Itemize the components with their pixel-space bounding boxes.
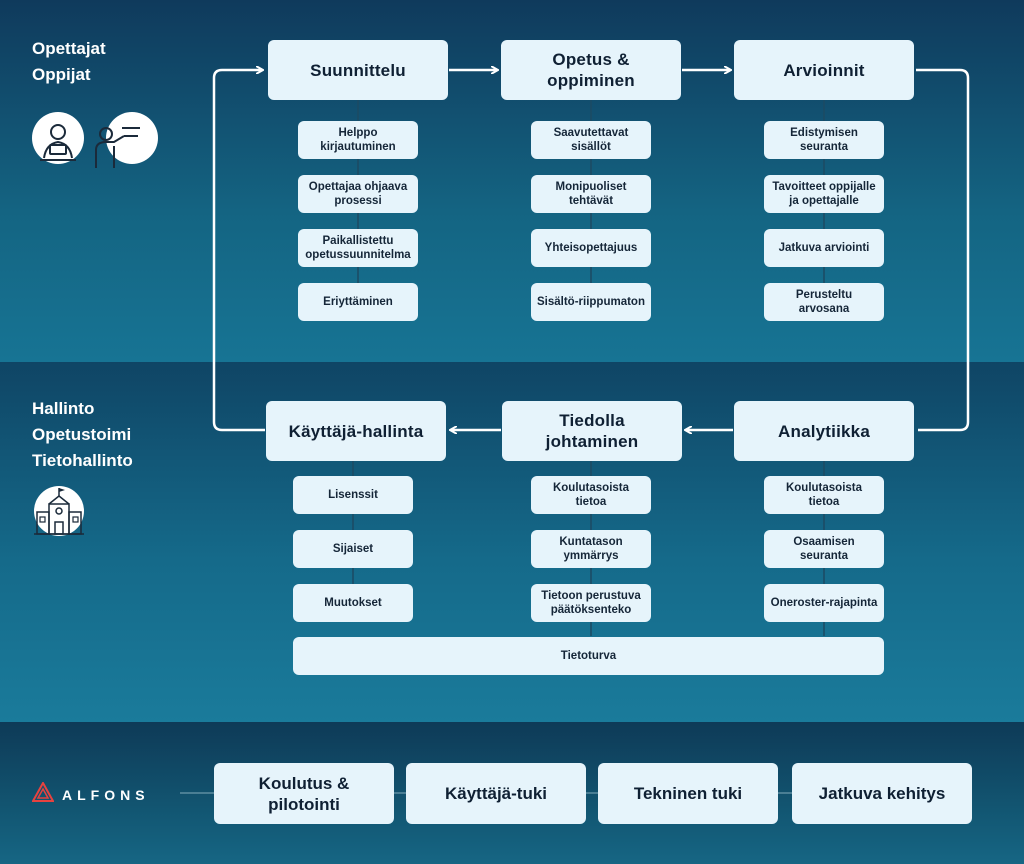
item-kayttajahallinta-3: Muutokset — [293, 584, 413, 622]
item-tiedolla-1: Koulutasoista tietoa — [531, 476, 651, 514]
role-learners: Oppijat — [32, 65, 91, 84]
role-administration: Hallinto — [32, 399, 95, 418]
item-tiedolla-3: Tietoon perustuva päätöksenteko — [531, 584, 651, 622]
item-arvioinnit-4: Perusteltu arvosana — [764, 283, 884, 321]
item-suunnittelu-3: Paikallistettu opetussuunnitelma — [298, 229, 418, 267]
logo-text: ALFONS — [62, 786, 150, 803]
role-teachers: Opettajat — [32, 39, 106, 58]
service-kayttajatuki[interactable]: Käyttäjä-tuki — [406, 763, 586, 824]
tietoturva-bar: Tietoturva — [293, 637, 884, 675]
item-opetus-3: Yhteisopettajuus — [531, 229, 651, 267]
school-building-icon — [34, 486, 84, 536]
item-arvioinnit-2: Tavoitteet oppijalle ja opettajalle — [764, 175, 884, 213]
item-tiedolla-2: Kuntatason ymmärrys — [531, 530, 651, 568]
item-opetus-2: Monipuoliset tehtävät — [531, 175, 651, 213]
item-opetus-1: Saavutettavat sisällöt — [531, 121, 651, 159]
stage-suunnittelu[interactable]: Suunnittelu — [268, 40, 448, 100]
item-kayttajahallinta-1: Lisenssit — [293, 476, 413, 514]
alfons-logo-icon — [31, 780, 55, 807]
item-analytiikka-1: Koulutasoista tietoa — [764, 476, 884, 514]
item-suunnittelu-1: Helppo kirjautuminen — [298, 121, 418, 159]
role-label-middle: Hallinto Opetustoimi Tietohallinto — [32, 396, 133, 474]
arrow-arvioinnit-analytiikka — [916, 68, 970, 432]
arrow-kayttajahallinta-suunnittelu — [212, 70, 265, 432]
teacher-whiteboard-icon — [95, 112, 158, 168]
role-education-office: Opetustoimi — [32, 425, 132, 444]
alfons-logo: ALFONS — [31, 780, 150, 807]
role-label-top: Opettajat Oppijat — [32, 36, 106, 88]
item-arvioinnit-3: Jatkuva arviointi — [764, 229, 884, 267]
role-it-administration: Tietohallinto — [32, 451, 133, 470]
service-jatkuva-kehitys[interactable]: Jatkuva kehitys — [792, 763, 972, 824]
stage-analytiikka[interactable]: Analytiikka — [734, 401, 914, 461]
item-opetus-4: Sisältö-riippumaton — [531, 283, 651, 321]
student-reading-icon — [32, 112, 84, 164]
item-kayttajahallinta-2: Sijaiset — [293, 530, 413, 568]
item-analytiikka-2: Osaamisen seuranta — [764, 530, 884, 568]
stage-tiedolla-johtaminen[interactable]: Tiedolla johtaminen — [502, 401, 682, 461]
stage-opetus-oppiminen[interactable]: Opetus & oppiminen — [501, 40, 681, 100]
service-koulutus[interactable]: Koulutus & pilotointi — [214, 763, 394, 824]
item-suunnittelu-2: Opettajaa ohjaava prosessi — [298, 175, 418, 213]
item-arvioinnit-1: Edistymisen seuranta — [764, 121, 884, 159]
service-tekninen-tuki[interactable]: Tekninen tuki — [598, 763, 778, 824]
stage-arvioinnit[interactable]: Arvioinnit — [734, 40, 914, 100]
stage-kayttajahallinta[interactable]: Käyttäjä-hallinta — [266, 401, 446, 461]
item-analytiikka-3: Oneroster-rajapinta — [764, 584, 884, 622]
item-suunnittelu-4: Eriyttäminen — [298, 283, 418, 321]
